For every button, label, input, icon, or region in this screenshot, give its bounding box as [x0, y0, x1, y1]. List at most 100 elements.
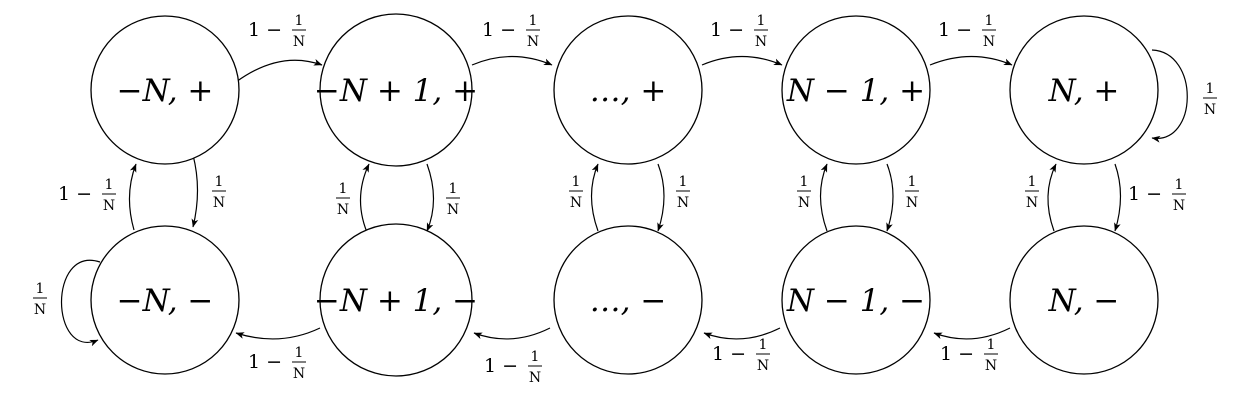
edge-up-col2: [360, 163, 370, 238]
state-node: N − 1, −: [781, 225, 931, 375]
edge-label-prefix: 1 −: [710, 19, 744, 41]
nodes: −N, + −N + 1, + …, + N − 1, + N, + −N, −…: [90, 13, 1159, 377]
state-node: N − 1, +: [781, 15, 931, 165]
node-label: N − 1, +: [786, 73, 925, 109]
edge-label: 1 N: [569, 174, 583, 211]
edge-top-2: [471, 55, 553, 66]
node-label: N − 1, −: [786, 283, 925, 319]
edge-label-prefix: 1 −: [482, 19, 516, 41]
edge-up-col5: [1047, 163, 1057, 232]
frac-denominator: N: [1026, 195, 1038, 211]
edge-label: 1 − 1 N: [482, 13, 540, 50]
frac-denominator: N: [34, 302, 46, 318]
edge-down-col5: [1114, 163, 1122, 232]
node-label: −N + 1, −: [314, 283, 478, 319]
frac-numerator: 1: [759, 337, 768, 353]
edge-label: 1 N: [336, 181, 350, 218]
frac-denominator: N: [983, 34, 995, 50]
state-node: N, +: [1009, 15, 1159, 165]
edge-self-loop-pos-plus: [1151, 49, 1188, 143]
edge-down-col4: [886, 163, 894, 232]
frac-denominator: N: [293, 34, 305, 50]
edge-label: 1 − 1 N: [1128, 177, 1186, 214]
state-node: −N, +: [90, 15, 240, 165]
edge-labels: 1 − 1 N 1 − 1 N 1 − 1 N 1 − 1 N 1 N: [33, 13, 1217, 386]
frac-denominator: N: [103, 198, 115, 214]
edge-label-prefix: 1 −: [248, 351, 282, 373]
edge-label-prefix: 1 −: [484, 355, 518, 377]
frac-numerator: 1: [908, 174, 917, 190]
edge-self-loop-neg-minus: [61, 259, 101, 347]
state-node: −N + 1, −: [314, 223, 478, 377]
frac-numerator: 1: [295, 13, 304, 29]
edge-down-col2: [426, 163, 435, 232]
edge-top-3: [701, 55, 783, 66]
edge-label: 1 N: [797, 174, 811, 211]
edge-top-1: [235, 59, 323, 83]
node-label: −N, −: [117, 283, 214, 319]
frac-numerator: 1: [1206, 81, 1215, 97]
frac-denominator: N: [906, 195, 918, 211]
node-label: −N, +: [117, 73, 214, 109]
edge-label-prefix: 1 −: [1128, 183, 1162, 205]
edge-label-prefix: 1 −: [712, 343, 746, 365]
state-node: N, −: [1009, 225, 1159, 375]
edge-down-col3: [657, 163, 665, 232]
edge-bottom-4: [933, 327, 1011, 340]
node-label: …, +: [590, 73, 667, 109]
frac-numerator: 1: [800, 174, 809, 190]
frac-numerator: 1: [105, 177, 114, 193]
edge-label: 1 − 1 N: [938, 13, 996, 50]
edge-bottom-3: [703, 327, 781, 340]
frac-denominator: N: [529, 370, 541, 386]
frac-denominator: N: [798, 195, 810, 211]
edge-top-4: [929, 55, 1013, 66]
node-label: N, +: [1048, 73, 1120, 109]
frac-numerator: 1: [572, 174, 581, 190]
edge-label: 1 N: [212, 174, 226, 211]
frac-denominator: N: [755, 34, 767, 50]
frac-denominator: N: [677, 195, 689, 211]
frac-numerator: 1: [215, 174, 224, 190]
state-node: −N, −: [90, 225, 240, 375]
edge-label: 1 − 1 N: [58, 177, 116, 214]
frac-numerator: 1: [985, 13, 994, 29]
frac-numerator: 1: [757, 13, 766, 29]
edge-label-prefix: 1 −: [938, 19, 972, 41]
edge-label: 1 − 1 N: [248, 13, 306, 50]
frac-denominator: N: [337, 202, 349, 218]
frac-denominator: N: [570, 195, 582, 211]
edge-up-col1: [128, 163, 137, 231]
edge-label: 1 N: [1203, 81, 1217, 118]
frac-numerator: 1: [1028, 174, 1037, 190]
frac-numerator: 1: [987, 337, 996, 353]
node-label: …, −: [590, 283, 667, 319]
edge-label: 1 N: [1025, 174, 1039, 211]
edge-label: 1 N: [676, 174, 690, 211]
frac-denominator: N: [1173, 198, 1185, 214]
edge-down-col1: [191, 154, 199, 228]
frac-denominator: N: [447, 202, 459, 218]
frac-numerator: 1: [339, 181, 348, 197]
edge-up-col3: [590, 163, 599, 232]
node-label: −N + 1, +: [314, 73, 478, 109]
frac-denominator: N: [1204, 102, 1216, 118]
frac-denominator: N: [985, 358, 997, 374]
edge-label: 1 − 1 N: [940, 337, 998, 374]
edge-label-prefix: 1 −: [58, 183, 92, 205]
frac-numerator: 1: [531, 349, 540, 365]
frac-denominator: N: [527, 34, 539, 50]
node-label: N, −: [1048, 283, 1120, 319]
frac-numerator: 1: [449, 181, 458, 197]
frac-numerator: 1: [36, 281, 45, 297]
frac-numerator: 1: [679, 174, 688, 190]
frac-denominator: N: [293, 366, 305, 382]
edge-label-prefix: 1 −: [248, 19, 282, 41]
edge-bottom-2: [473, 327, 551, 340]
frac-numerator: 1: [529, 13, 538, 29]
edges: [61, 49, 1188, 347]
state-node: …, −: [553, 225, 703, 375]
frac-denominator: N: [213, 195, 225, 211]
edge-label: 1 N: [446, 181, 460, 218]
